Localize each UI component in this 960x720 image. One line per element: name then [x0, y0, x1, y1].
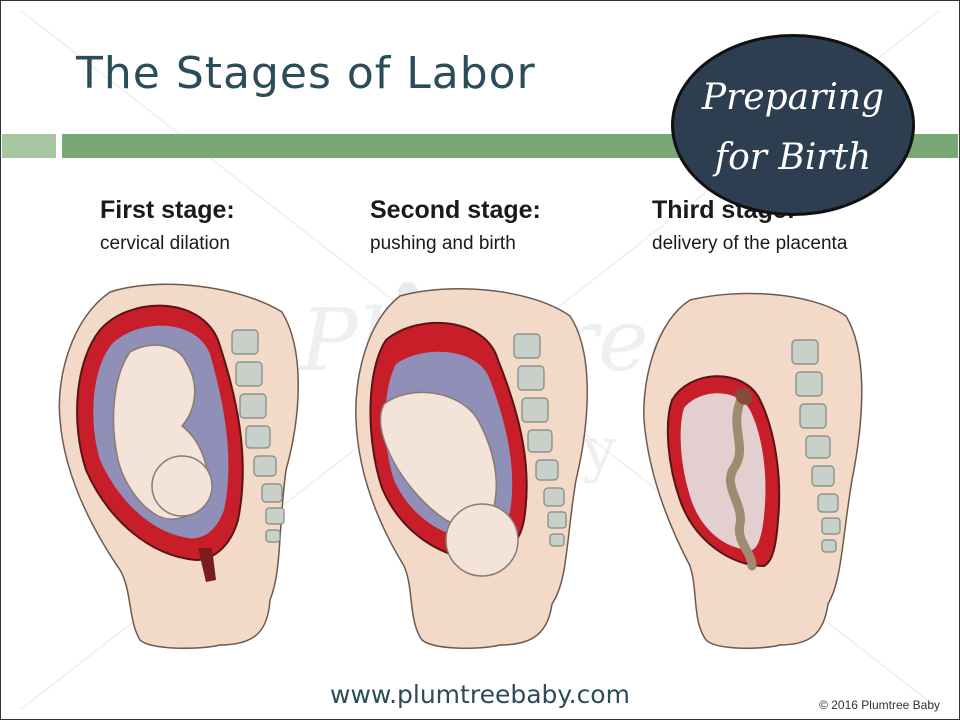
figure-third-stage	[643, 292, 863, 650]
copyright-notice: © 2016 Plumtree Baby	[819, 698, 940, 712]
badge-line-1: Preparing	[701, 77, 885, 118]
stage-2-subtitle: pushing and birth	[370, 233, 516, 254]
uterine-cavity-3	[680, 393, 766, 550]
spine-3	[791, 339, 841, 553]
figure-second-stage	[355, 287, 588, 650]
spine-1	[231, 329, 285, 543]
stage-1-heading: First stage:	[100, 196, 235, 224]
accent-bar-left	[2, 134, 56, 158]
figure-first-stage	[58, 283, 299, 650]
spine-2	[513, 333, 567, 547]
website-link[interactable]: www.plumtreebaby.com	[330, 680, 630, 709]
stage-2-heading: Second stage:	[370, 196, 541, 224]
stage-3-subtitle: delivery of the placenta	[652, 233, 848, 254]
badge-line-2: for Birth	[714, 137, 872, 178]
page-title: The Stages of Labor	[76, 48, 536, 99]
umbilical-cord-3	[725, 397, 757, 571]
stage-1-subtitle: cervical dilation	[100, 233, 230, 254]
preparing-for-birth-badge: Preparing for Birth	[671, 34, 915, 216]
